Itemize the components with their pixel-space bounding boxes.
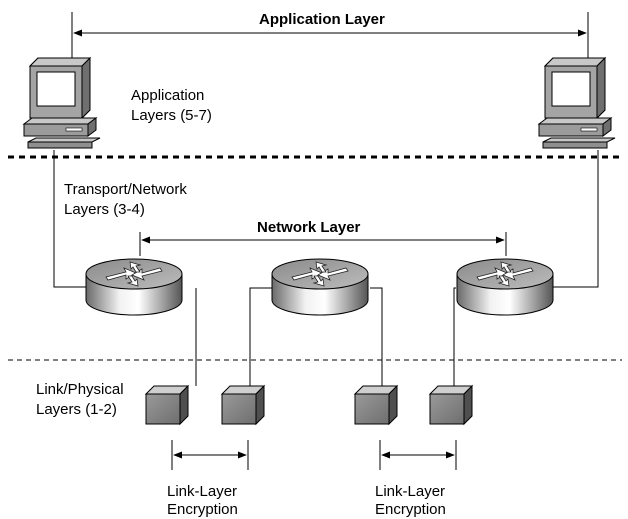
router-middle-left-link — [249, 287, 272, 386]
transport-network-label-line1: Transport/Network — [64, 181, 187, 198]
left-computer-to-router-link — [53, 150, 86, 288]
network-layer-label: Network Layer — [255, 218, 363, 237]
link-physical-label-line1: Link/Physical — [36, 381, 124, 398]
encryption-device-icon — [354, 385, 398, 425]
application-layers-label-line2: Layers (5-7) — [131, 107, 212, 124]
encryption-device-icon — [429, 385, 473, 425]
left-encryption-label-line2: Encryption — [167, 501, 238, 518]
right-computer-to-router-link — [553, 150, 599, 288]
transport-network-label-line2: Layers (3-4) — [64, 201, 145, 218]
router-middle-right-link — [370, 287, 383, 386]
application-layer-label: Application Layer — [257, 10, 387, 29]
computer-icon — [23, 57, 101, 149]
router-icon — [271, 258, 369, 316]
router-icon — [456, 258, 554, 316]
computer-icon — [538, 57, 616, 149]
router-right-down-link — [453, 287, 456, 386]
application-layers-label-line1: Application — [131, 87, 205, 104]
link-physical-label-line2: Layers (1-2) — [36, 401, 117, 418]
right-encryption-label-line1: Link-Layer — [375, 483, 446, 500]
router-icon — [85, 258, 183, 316]
left-encryption-label-line1: Link-Layer — [167, 483, 238, 500]
right-encryption-label-line2: Encryption — [375, 501, 446, 518]
encryption-device-icon — [221, 385, 265, 425]
encryption-device-icon — [145, 385, 189, 425]
